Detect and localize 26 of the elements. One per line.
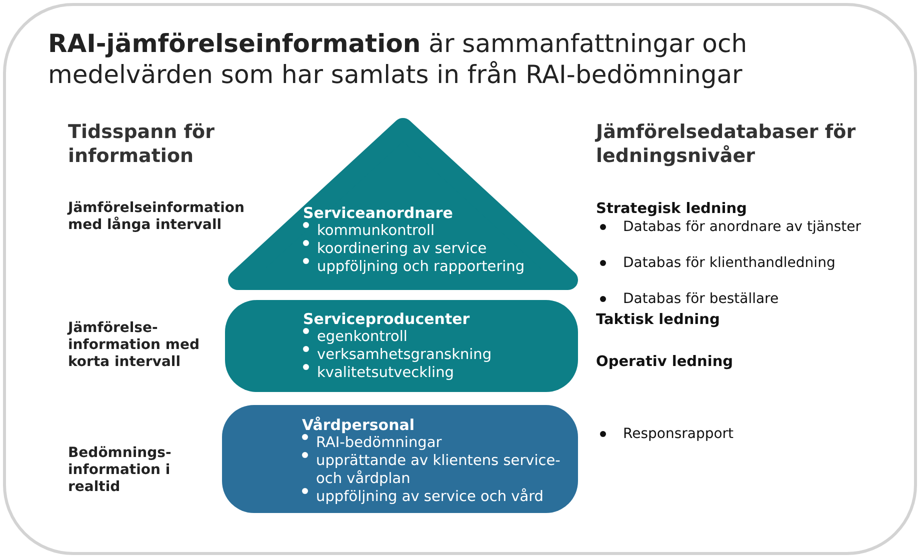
bullet-item: uppföljning av service och vård (316, 489, 544, 505)
pyramid-middle-section (225, 300, 578, 392)
bullet-item: egenkontroll (317, 329, 408, 345)
bullet-item: Databas för klienthandledning (623, 255, 836, 271)
bullet-item: kvalitetsutveckling (317, 365, 454, 381)
time-span-label: Jämförelseinformation med långa intervall (68, 200, 246, 234)
section-heading: Vårdpersonal (302, 416, 416, 434)
time-span-label: Bedömnings- information i realtid (68, 445, 172, 496)
column-heading: Jämförelsedatabaser för ledningsnivåer (596, 120, 856, 168)
section-heading: Serviceanordnare (303, 204, 454, 222)
time-span-label: Jämförelse- information med korta intervall (68, 320, 200, 371)
level-heading: Taktisk ledning (596, 311, 720, 329)
bullet-item: Databas för beställare (623, 291, 779, 307)
level-heading: Operativ ledning (596, 353, 734, 371)
column-heading: Tidsspann för information (68, 120, 216, 168)
pyramid-base-section (222, 405, 578, 513)
bullet-item: verksamhetsgranskning (317, 347, 492, 363)
bullet-item: koordinering av service (317, 241, 487, 257)
bullet-item: Responsrapport (623, 426, 734, 442)
bullet-item: kommunkontroll (317, 223, 435, 239)
section-heading: Serviceproducenter (303, 310, 471, 328)
bullet-item: uppföljning och rapportering (317, 259, 525, 275)
bullet-item: Databas för anordnare av tjänster (623, 219, 862, 235)
level-heading: Strategisk ledning (596, 200, 747, 218)
bullet-item: RAI-bedömningar (316, 435, 442, 451)
title: RAI-jämförelseinformation är sammanfattningar och medelvärden som har samlats in från RAI-bedömningar (48, 28, 748, 90)
